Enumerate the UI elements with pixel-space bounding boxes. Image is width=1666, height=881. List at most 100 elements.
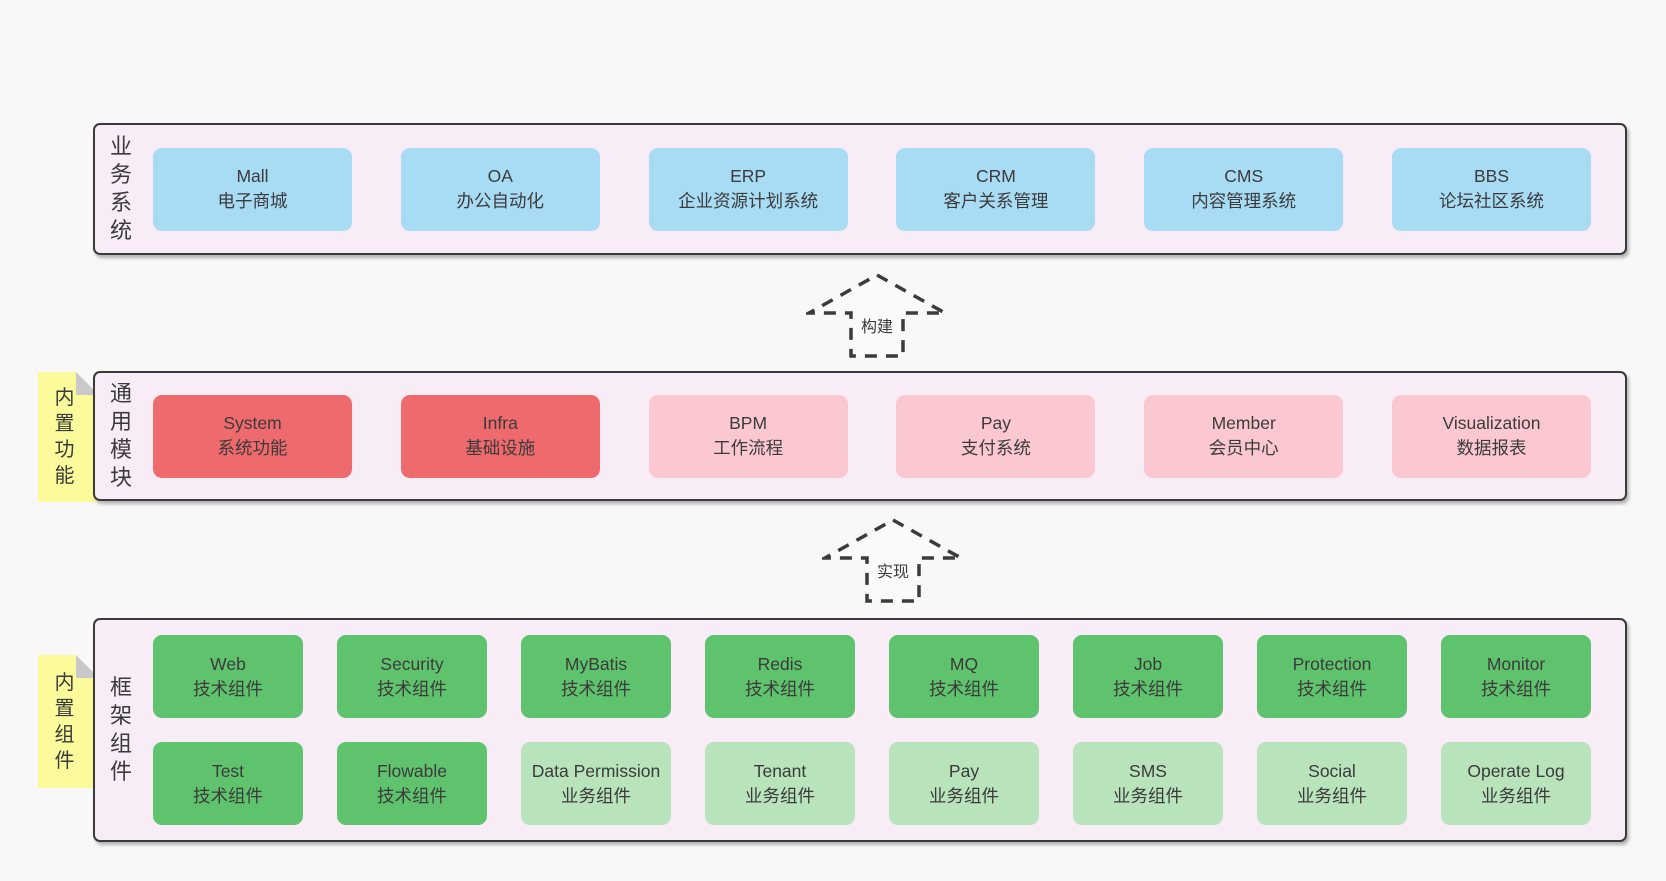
system-box-erp: ERP 企业资源计划系统 bbox=[648, 147, 848, 231]
box-subtitle: 办公自动化 bbox=[456, 191, 545, 211]
box-subtitle: 技术组件 bbox=[1481, 678, 1551, 699]
box-title: Social bbox=[1308, 760, 1356, 781]
box-title: Redis bbox=[757, 653, 803, 674]
panel-label: 框架组件 bbox=[95, 620, 147, 840]
box-subtitle: 业务组件 bbox=[745, 785, 815, 806]
component-box-redis: Redis 技术组件 bbox=[705, 635, 855, 718]
box-subtitle: 业务组件 bbox=[1481, 785, 1551, 806]
system-box-cms: CMS 内容管理系统 bbox=[1144, 147, 1344, 231]
box-subtitle: 支付系统 bbox=[960, 438, 1031, 458]
box-title: Operate Log bbox=[1467, 760, 1565, 781]
system-box-mall: Mall 电子商城 bbox=[153, 147, 352, 231]
box-subtitle: 技术组件 bbox=[377, 678, 447, 699]
box-subtitle: 技术组件 bbox=[193, 785, 263, 806]
component-box-test: Test 技术组件 bbox=[153, 742, 303, 825]
system-box-bbs: BBS 论坛社区系统 bbox=[1391, 147, 1591, 231]
box-subtitle: 技术组件 bbox=[377, 785, 447, 806]
panel-label: 通用模块 bbox=[95, 373, 147, 499]
box-title: BPM bbox=[729, 413, 768, 433]
component-box-monitor: Monitor 技术组件 bbox=[1441, 635, 1591, 718]
component-box-social: Social 业务组件 bbox=[1257, 742, 1407, 825]
box-title: Member bbox=[1211, 413, 1276, 433]
component-box-mybatis: MyBatis 技术组件 bbox=[521, 635, 671, 718]
module-box-member: Member 会员中心 bbox=[1144, 394, 1344, 478]
box-subtitle: 业务组件 bbox=[1297, 785, 1367, 806]
component-box-web: Web 技术组件 bbox=[153, 635, 303, 718]
box-row: Web 技术组件 Security 技术组件 MyBatis 技术组件 Redi… bbox=[153, 635, 1591, 718]
sticky-note-label: 内置功能 bbox=[54, 387, 75, 487]
box-title: Web bbox=[210, 653, 246, 674]
box-row: Test 技术组件 Flowable 技术组件 Data Permission … bbox=[153, 742, 1591, 825]
box-subtitle: 企业资源计划系统 bbox=[678, 191, 819, 211]
box-subtitle: 业务组件 bbox=[561, 785, 631, 806]
module-box-visualization: Visualization 数据报表 bbox=[1391, 394, 1591, 478]
box-subtitle: 内容管理系统 bbox=[1191, 191, 1297, 211]
build-arrow-icon: 构建 bbox=[806, 272, 948, 360]
build-arrow-label: 构建 bbox=[860, 319, 893, 336]
box-title: System bbox=[223, 413, 282, 433]
box-title: CMS bbox=[1224, 166, 1264, 186]
module-box-pay: Pay 支付系统 bbox=[896, 394, 1096, 478]
box-title: BBS bbox=[1473, 166, 1509, 186]
box-title: OA bbox=[487, 166, 513, 186]
box-title: Data Permission bbox=[531, 760, 661, 781]
component-box-flowable: Flowable 技术组件 bbox=[337, 742, 487, 825]
panel-label-text: 业务系统 bbox=[109, 134, 132, 243]
box-subtitle: 业务组件 bbox=[929, 785, 999, 806]
system-box-oa: OA 办公自动化 bbox=[400, 147, 600, 231]
box-title: Pay bbox=[980, 413, 1011, 433]
box-title: CRM bbox=[975, 166, 1016, 186]
box-subtitle: 数据报表 bbox=[1456, 438, 1527, 458]
component-box-tenant: Tenant 业务组件 bbox=[705, 742, 855, 825]
box-subtitle: 工作流程 bbox=[713, 438, 784, 458]
box-row: Mall 电子商城 OA 办公自动化 ERP 企业资源计划系统 CRM 客户关系… bbox=[153, 147, 1591, 231]
box-title: MQ bbox=[949, 653, 979, 674]
box-title: Job bbox=[1133, 653, 1163, 674]
box-title: Visualization bbox=[1442, 413, 1541, 433]
module-box-system: System 系统功能 bbox=[153, 394, 352, 478]
component-box-protection: Protection 技术组件 bbox=[1257, 635, 1407, 718]
box-row: System 系统功能 Infra 基础设施 BPM 工作流程 Pay 支付系统… bbox=[153, 394, 1591, 478]
component-box-data-permission: Data Permission 业务组件 bbox=[521, 742, 671, 825]
box-subtitle: 会员中心 bbox=[1208, 438, 1279, 458]
box-title: Flowable bbox=[376, 760, 448, 781]
box-subtitle: 论坛社区系统 bbox=[1438, 191, 1544, 211]
box-title: Security bbox=[380, 653, 444, 674]
panel-label-text: 框架组件 bbox=[109, 675, 132, 784]
panel-label-text: 通用模块 bbox=[109, 381, 132, 490]
boxes-area: Web 技术组件 Security 技术组件 MyBatis 技术组件 Redi… bbox=[147, 620, 1625, 840]
boxes-area: Mall 电子商城 OA 办公自动化 ERP 企业资源计划系统 CRM 客户关系… bbox=[147, 125, 1625, 253]
implement-arrow-label: 实现 bbox=[876, 564, 909, 581]
box-subtitle: 技术组件 bbox=[561, 678, 631, 699]
sticky-note-built-in-features: 内置功能 bbox=[38, 372, 99, 502]
box-title: Test bbox=[211, 760, 245, 781]
box-title: ERP bbox=[730, 166, 767, 186]
module-box-bpm: BPM 工作流程 bbox=[648, 394, 848, 478]
box-subtitle: 业务组件 bbox=[1113, 785, 1183, 806]
sticky-note-built-in-components: 内置组件 bbox=[38, 655, 99, 788]
component-box-pay: Pay 业务组件 bbox=[889, 742, 1039, 825]
box-title: Protection bbox=[1292, 653, 1372, 674]
sticky-note-label: 内置组件 bbox=[54, 671, 75, 772]
box-title: Infra bbox=[482, 413, 518, 433]
box-subtitle: 技术组件 bbox=[745, 678, 815, 699]
component-box-security: Security 技术组件 bbox=[337, 635, 487, 718]
box-subtitle: 基础设施 bbox=[465, 438, 536, 458]
system-box-crm: CRM 客户关系管理 bbox=[896, 147, 1096, 231]
box-subtitle: 系统功能 bbox=[217, 438, 288, 458]
module-box-infra: Infra 基础设施 bbox=[400, 394, 600, 478]
box-subtitle: 技术组件 bbox=[193, 678, 263, 699]
business-systems-panel: 业务系统 Mall 电子商城 OA 办公自动化 ERP 企业资源计划系统 CRM bbox=[93, 123, 1627, 255]
box-title: MyBatis bbox=[564, 653, 628, 674]
component-box-job: Job 技术组件 bbox=[1073, 635, 1223, 718]
component-box-sms: SMS 业务组件 bbox=[1073, 742, 1223, 825]
framework-components-panel: 框架组件 Web 技术组件 Security 技术组件 MyBatis 技术组件… bbox=[93, 618, 1627, 842]
box-subtitle: 电子商城 bbox=[217, 191, 288, 211]
boxes-area: System 系统功能 Infra 基础设施 BPM 工作流程 Pay 支付系统… bbox=[147, 373, 1625, 499]
implement-arrow-icon: 实现 bbox=[822, 517, 964, 605]
box-title: Tenant bbox=[753, 760, 807, 781]
component-box-operate-log: Operate Log 业务组件 bbox=[1441, 742, 1591, 825]
panel-label: 业务系统 bbox=[95, 125, 147, 253]
box-title: Monitor bbox=[1486, 653, 1546, 674]
